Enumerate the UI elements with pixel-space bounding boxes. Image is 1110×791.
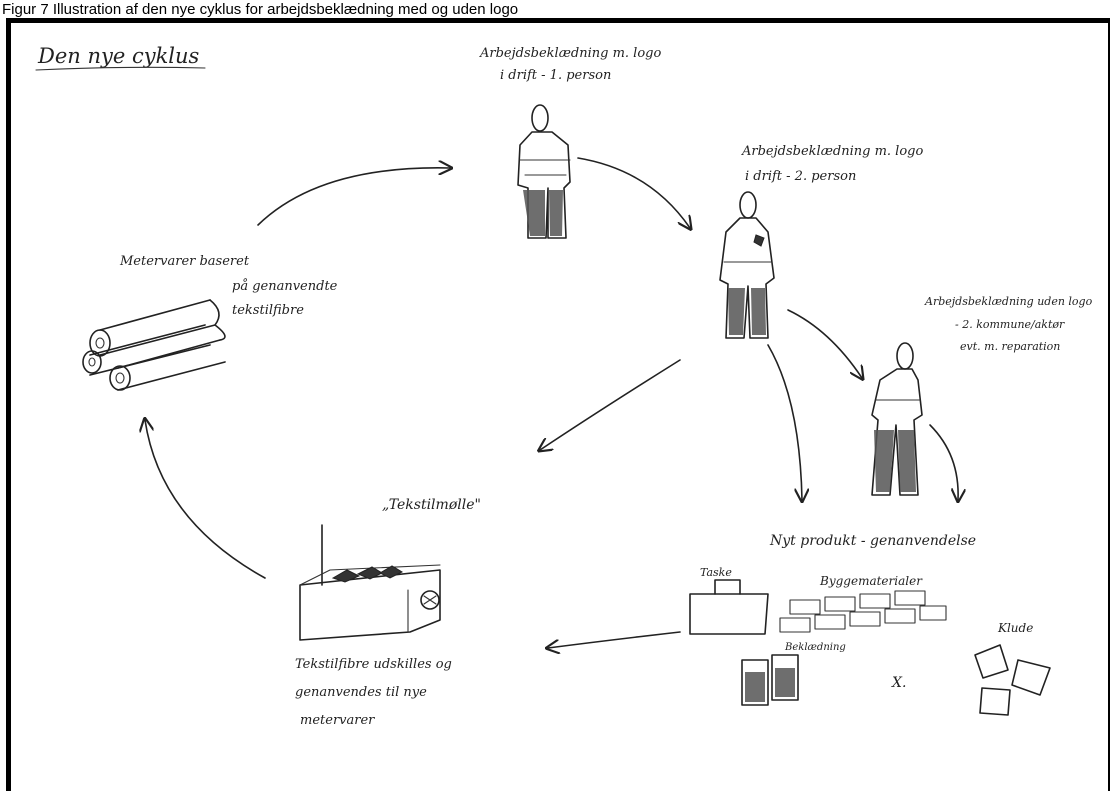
arrow-product-to-mill [548,631,681,648]
clothing-icon [741,654,799,706]
taske-label: Taske [700,566,732,579]
new-product-label: Nyt produkt - genanvendelse [769,533,976,549]
metervarer-label-line2: på genanvendte [232,278,338,294]
klude-label: Klude [997,621,1033,635]
mill-label-line1: Tekstilfibre udskilles og [295,657,452,672]
person1-figure [517,104,571,239]
arrow-person2-to-product [767,344,802,500]
mill-label-line3: metervarer [300,713,375,728]
arrow-person3-to-product [929,424,958,500]
fabric-rolls-icon [82,299,226,391]
person2-figure [719,191,775,339]
person3-label-line3: evt. m. reparation [960,340,1060,353]
x-mark: X. [891,675,906,691]
person3-label-line1: Arbejdsbeklædning uden logo [924,295,1093,308]
arrow-mill-to-metervarer [145,420,266,579]
cloths-icon [974,644,1051,716]
person3-figure [871,342,923,496]
person1-label-line1: Arbejdsbeklædning m. logo [479,46,661,61]
mill-title: „Tekstilmølle" [382,497,481,513]
arrow-person1-to-person2 [577,157,690,228]
beklaedning-label: Beklædning [784,642,846,653]
title-underline [35,66,206,71]
diagram-frame [6,18,1110,791]
person3-label-line2: - 2. kommune/aktør [955,318,1065,331]
arrow-person2-to-mill [540,359,681,450]
arrow-metervarer-to-person1 [257,168,450,226]
diagram-title: Den nye cyklus [37,44,200,68]
arrow-person2-to-person3 [787,309,862,378]
bag-icon [689,579,769,635]
bricks-icon [779,590,947,633]
person2-label-line2: i drift - 2. person [745,169,856,184]
metervarer-label-line1: Metervarer baseret [119,254,250,269]
person1-label-line2: i drift - 1. person [500,68,611,83]
metervarer-label-line3: tekstilfibre [232,303,304,318]
person2-label-line1: Arbejdsbeklædning m. logo [741,144,923,159]
mill-label-line2: genanvendes til nye [295,685,427,700]
byggematerialer-label: Byggematerialer [819,574,923,588]
figure-caption: Figur 7 Illustration af den nye cyklus f… [2,1,519,18]
textile-mill-icon [299,524,441,641]
cycle-arrows [145,157,958,648]
